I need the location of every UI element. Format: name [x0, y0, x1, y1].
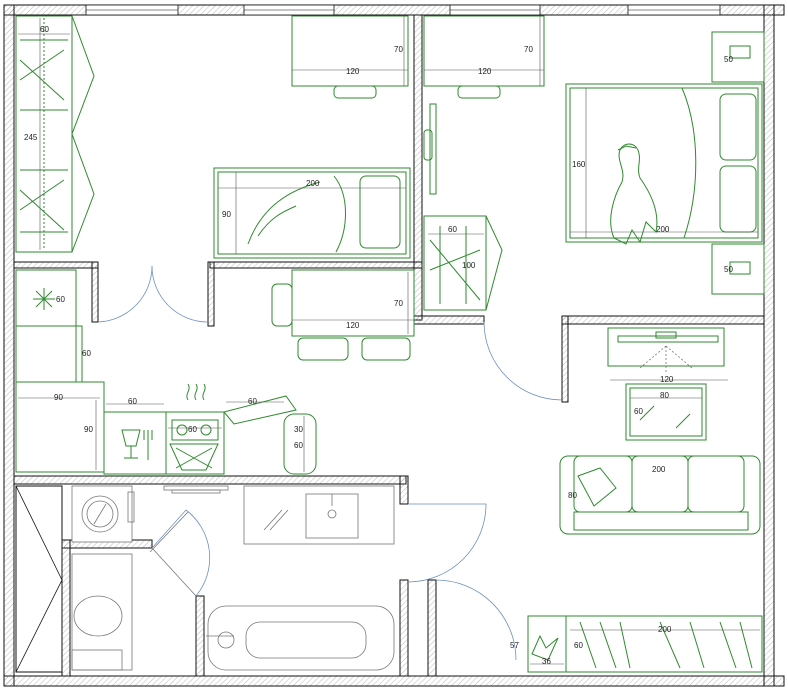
toilet — [71, 553, 133, 671]
coffee-table-depth-label: 60 — [634, 407, 643, 416]
coffee-table — [625, 383, 707, 441]
tv-stand — [607, 327, 728, 381]
double-bed-length-label: 200 — [656, 225, 670, 234]
dining-table — [271, 269, 415, 361]
hall-wardrobe-length-label: 200 — [658, 625, 672, 634]
small-closet-length-label: 100 — [462, 261, 476, 270]
kitchen-vertical-90-label: 90 — [84, 425, 93, 434]
desk-left — [291, 15, 409, 99]
desk-right-depth-label: 70 — [524, 45, 533, 54]
counter-30-label: 30 — [294, 425, 303, 434]
double-bed-width-label: 160 — [572, 160, 586, 169]
sink-cabinet-label: 60 — [128, 397, 137, 406]
washbasin-counter — [243, 485, 395, 545]
bathtub — [206, 605, 395, 671]
nightstand-bottom-label: 50 — [724, 265, 733, 274]
nightstand-top — [711, 31, 765, 83]
shoe-rack — [527, 615, 567, 673]
counter-60-vertical-label: 60 — [294, 441, 303, 450]
sink-cabinet — [103, 403, 167, 475]
shoe-rack-width-label: 36 — [542, 657, 551, 666]
sofa-depth-label: 80 — [568, 491, 577, 500]
wardrobe-depth-label: 60 — [40, 25, 49, 34]
nightstand-bottom — [711, 243, 765, 295]
hall-wardrobe — [565, 615, 763, 673]
doors — [97, 265, 563, 661]
nightstand-top-label: 50 — [724, 55, 733, 64]
small-closet-depth-label: 60 — [448, 225, 457, 234]
single-bed-length-label: 200 — [306, 179, 320, 188]
sofa-length-label: 200 — [652, 465, 666, 474]
sofa — [559, 455, 761, 535]
kitchen-side-60-label: 60 — [82, 349, 91, 358]
coffee-table-width-label: 80 — [660, 391, 669, 400]
washing-machine — [71, 485, 135, 543]
desk-right-width-label: 120 — [478, 67, 492, 76]
dining-depth-label: 70 — [394, 299, 403, 308]
desk-right — [423, 15, 545, 99]
hall-wardrobe-depth-label: 60 — [574, 641, 583, 650]
wardrobe-left — [15, 15, 95, 253]
single-bed — [213, 167, 411, 259]
stove-label: 60 — [188, 425, 197, 434]
kitchen-left-90-label: 90 — [54, 393, 63, 402]
small-closet — [423, 215, 503, 311]
dining-width-label: 120 — [346, 321, 360, 330]
fridge — [15, 269, 77, 327]
double-bed — [565, 83, 763, 243]
counter-right-label: 60 — [248, 397, 257, 406]
counter-right — [223, 395, 317, 475]
person-figure-icon — [610, 143, 658, 245]
bath-cabinet — [15, 485, 63, 673]
stove — [165, 383, 225, 475]
towel-rail — [163, 485, 229, 494]
wardrobe-length-label: 245 — [24, 133, 38, 142]
wall-mirror — [423, 103, 437, 195]
single-bed-width-label: 90 — [222, 210, 231, 219]
exterior-walls — [3, 4, 785, 687]
tv-stand-label: 120 — [660, 375, 674, 384]
desk-left-depth-label: 70 — [394, 45, 403, 54]
fridge-label: 60 — [56, 295, 65, 304]
desk-left-width-label: 120 — [346, 67, 360, 76]
